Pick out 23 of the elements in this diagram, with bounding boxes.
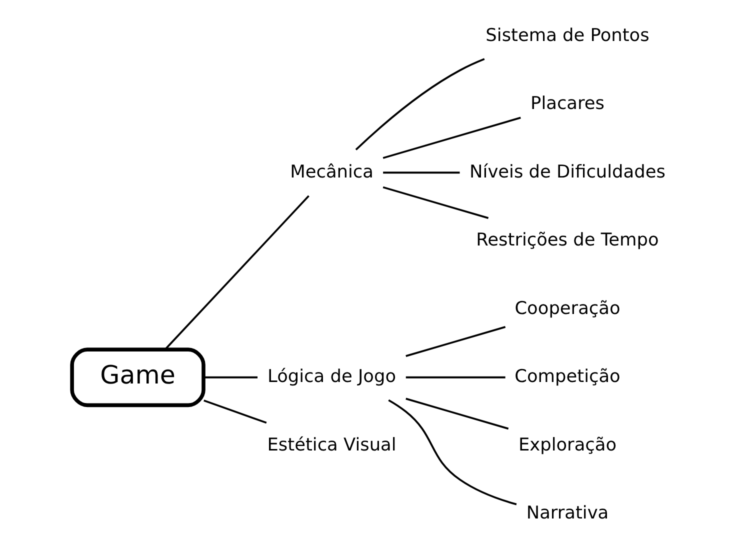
- node-text: Cooperação: [514, 298, 620, 319]
- node-text: Estética Visual: [267, 435, 396, 456]
- connector: [204, 376, 258, 378]
- node-text: Narrativa: [526, 504, 609, 524]
- connector: [382, 186, 489, 219]
- connector: [164, 195, 310, 350]
- node-text: Placares: [530, 94, 604, 114]
- connector: [382, 116, 521, 159]
- node-text: Restrições de Tempo: [476, 230, 659, 251]
- node-text: Exploração: [518, 435, 617, 456]
- connector: [406, 398, 509, 430]
- node-text: Lógica de Jogo: [268, 367, 396, 388]
- node-text: Níveis de Dificuldades: [470, 162, 666, 182]
- connector: [355, 58, 485, 150]
- node-text: Mecânica: [290, 162, 374, 182]
- node-text: Sistema de Pontos: [486, 26, 650, 46]
- connector: [388, 399, 517, 506]
- connector: [383, 172, 460, 174]
- connector: [204, 400, 267, 424]
- connector: [406, 376, 506, 378]
- node-box: Game: [70, 348, 206, 408]
- connector: [406, 326, 506, 357]
- node-text: Competição: [514, 367, 620, 388]
